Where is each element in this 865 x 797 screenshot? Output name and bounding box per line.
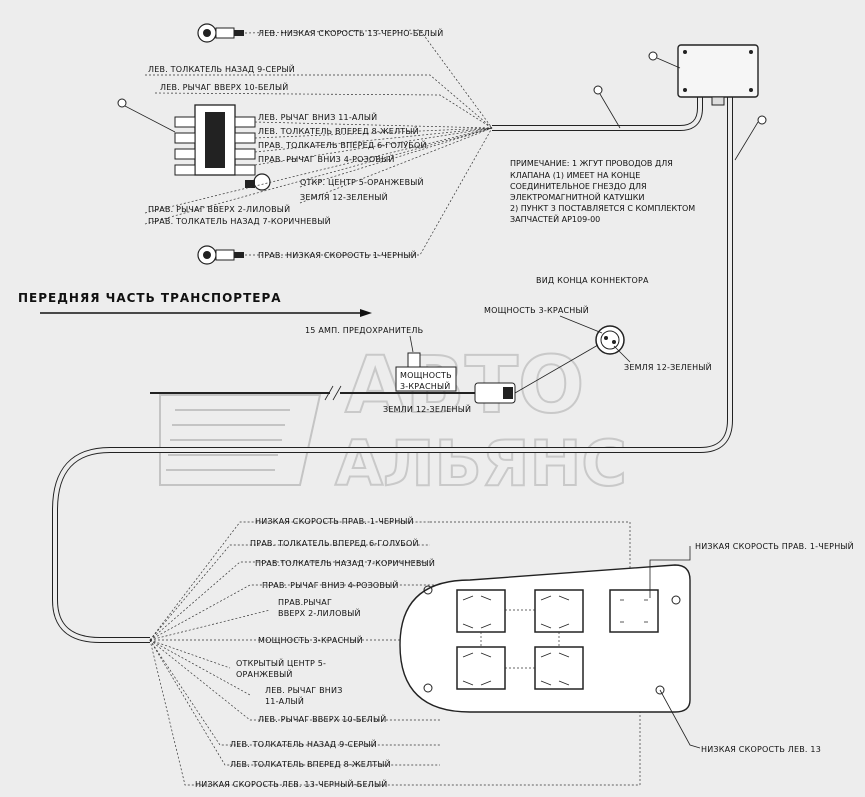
switch-1 [456,589,506,633]
b-label-14: НИЗКАЯ СКОРОСТЬ ЛЕВ. 13-ЧЕРНЫЙ-БЕЛЫЙ [195,778,387,789]
watermark-line-2: АЛЬЯНС [335,427,627,500]
front-direction: ПЕРЕДНЯЯ ЧАСТЬ ТРАНСПОРТЕРА [18,291,372,317]
b-label-5: ВВЕРХ 2-ЛИЛОВЫЙ [278,607,361,618]
switch-4 [534,646,584,690]
label-lev-nizkaya-skorost: ЛЕВ. НИЗКАЯ СКОРОСТЬ 13-ЧЕРНО-БЕЛЫЙ [258,27,443,38]
ground-label-2: ЗЕМЛИ 12-ЗЕЛЕНЫЙ [383,403,471,414]
top-left-connector [197,23,244,43]
callout-3 [757,115,767,125]
b-label-7: ОТКРЫТЫЙ ЦЕНТР 5- [236,657,326,668]
label-lev-rychag-vverh: ЛЕВ. РЫЧАГ ВВЕРХ 10-БЕЛЫЙ [160,81,288,92]
switch-2 [534,589,584,633]
b-label-2: ПРАВ.ТОЛКАТЕЛЬ НАЗАД 7-КОРИЧНЕВЫЙ [255,557,435,568]
power-label-line-2: 3-КРАСНЫЙ [400,380,450,391]
label-prav-nizkaya-skorost: ПРАВ. НИЗКАЯ СКОРОСТЬ 1-ЧЕРНЫЙ [258,249,417,260]
b-label-8: ОРАНЖЕВЫЙ [236,668,293,679]
connector-end-view: ВИД КОНЦА КОННЕКТОРА МОЩНОСТЬ 3-КРАСНЫЙ … [484,276,712,372]
label-otkr-centr: ОТКР. ЦЕНТР 5-ОРАНЖЕВЫЙ [300,176,424,187]
b-label-4: ПРАВ.РЫЧАГ [278,598,332,607]
note-line-5: 2) ПУНКТ 3 ПОСТАВЛЯЕТСЯ С КОМПЛЕКТОМ [510,204,695,213]
b-label-9: ЛЕВ. РЫЧАГ ВНИЗ [265,686,343,695]
right-bottom-label: НИЗКАЯ СКОРОСТЬ ЛЕВ. 13 [701,745,821,754]
note-line-4: ЭЛЕКТРОМАГНИТНОЙ КАТУШКИ [510,191,644,202]
end-view-power-label: МОЩНОСТЬ 3-КРАСНЫЙ [484,304,589,315]
note-block: ПРИМЕЧАНИЕ: 1 ЖГУТ ПРОВОДОВ ДЛЯ КЛАПАНА … [510,159,695,224]
label-lev-tolkatel-vpered: ЛЕВ. ТОЛКАТЕЛЬ ВПЕРЕД 8-ЖЕЛТЫЙ [258,125,419,136]
watermark-logo: АВТО АЛЬЯНС [159,340,628,501]
watermark-line-1: АВТО [345,341,584,431]
switch-3 [456,646,506,690]
note-line-1: ПРИМЕЧАНИЕ: 1 ЖГУТ ПРОВОДОВ ДЛЯ [510,159,673,168]
label-lev-tolkatel-nazad: ЛЕВ. ТОЛКАТЕЛЬ НАЗАД 9-СЕРЫЙ [148,63,295,74]
label-prav-rychag-vverh: ПРАВ. РЫЧАГ ВВЕРХ 2-ЛИЛОВЫЙ [148,203,290,214]
control-panel [399,564,691,713]
note-line-6: ЗАПЧАСТЕЙ AP109-00 [510,213,600,224]
right-labels: НИЗКАЯ СКОРОСТЬ ПРАВ. 1-ЧЕРНЫЙ НИЗКАЯ СК… [649,540,854,754]
end-view-ground-label: ЗЕМЛЯ 12-ЗЕЛЕНЫЙ [624,361,712,372]
valve-block [117,98,271,191]
callout-2 [593,85,603,95]
note-line-3: СОЕДИНИТЕЛЬНОЕ ГНЕЗДО ДЛЯ [510,182,647,191]
b-label-13: ЛЕВ. ТОЛКАТЕЛЬ ВПЕРЕД 8-ЖЕЛТЫЙ [230,758,391,769]
fuse-label: 15 АМП. ПРЕДОХРАНИТЕЛЬ [305,326,423,335]
note-line-2: КЛАПАНА (1) ИМЕЕТ НА КОНЦЕ [510,171,640,180]
callout-1 [648,51,658,61]
page-title: ПЕРЕДНЯЯ ЧАСТЬ ТРАНСПОРТЕРА [18,291,282,305]
b-label-10: 11-АЛЫЙ [265,695,304,706]
bottom-labels: НИЗКАЯ СКОРОСТЬ ПРАВ. 1-ЧЕРНЫЙ ПРАВ. ТОЛ… [195,515,435,789]
connector-end-view-label: ВИД КОНЦА КОННЕКТОРА [536,276,649,285]
b-label-0: НИЗКАЯ СКОРОСТЬ ПРАВ. 1-ЧЕРНЫЙ [255,515,414,526]
power-label-line-1: МОЩНОСТЬ [400,371,452,380]
main-cable [52,95,733,643]
label-prav-rychag-vniz: ПРАВ. РЫЧАГ ВНИЗ 4-РОЗОВЫЙ [258,153,395,164]
power-harness: 15 АМП. ПРЕДОХРАНИТЕЛЬ МОЩНОСТЬ 3-КРАСНЫ… [150,326,599,414]
b-label-3: ПРАВ. РЫЧАГ ВНИЗ 4-РОЗОВЫЙ [262,579,399,590]
callout-4 [117,98,127,108]
bottom-left-connector [197,245,244,265]
right-top-label: НИЗКАЯ СКОРОСТЬ ПРАВ. 1-ЧЕРНЫЙ [695,540,854,551]
top-fanout [144,29,493,256]
label-zemlya: ЗЕМЛЯ 12-ЗЕЛЕНЫЙ [300,191,388,202]
top-labels: ЛЕВ. НИЗКАЯ СКОРОСТЬ 13-ЧЕРНО-БЕЛЫЙ ЛЕВ.… [148,27,443,260]
label-prav-tolkatel-nazad: ПРАВ. ТОЛКАТЕЛЬ НАЗАД 7-КОРИЧНЕВЫЙ [148,215,331,226]
b-label-6: МОЩНОСТЬ 3-КРАСНЫЙ [258,634,363,645]
junction-box [593,44,767,161]
b-label-1: ПРАВ. ТОЛКАТЕЛЬ ВПЕРЕД 6-ГОЛУБОЙ [250,537,419,548]
label-lev-rychag-vniz: ЛЕВ. РЫЧАГ ВНИЗ 11-АЛЫЙ [258,111,377,122]
switch-5-low-speed [609,589,659,633]
b-label-12: ЛЕВ. ТОЛКАТЕЛЬ НАЗАД 9-СЕРЫЙ [230,738,377,749]
label-prav-tolkatel-vpered: ПРАВ. ТОЛКАТЕЛЬ ВПЕРЕД 6-ГОЛУБОЙ [258,139,427,150]
b-label-11: ЛЕВ. РЫЧАГ ВВЕРХ 10-БЕЛЫЙ [258,713,386,724]
